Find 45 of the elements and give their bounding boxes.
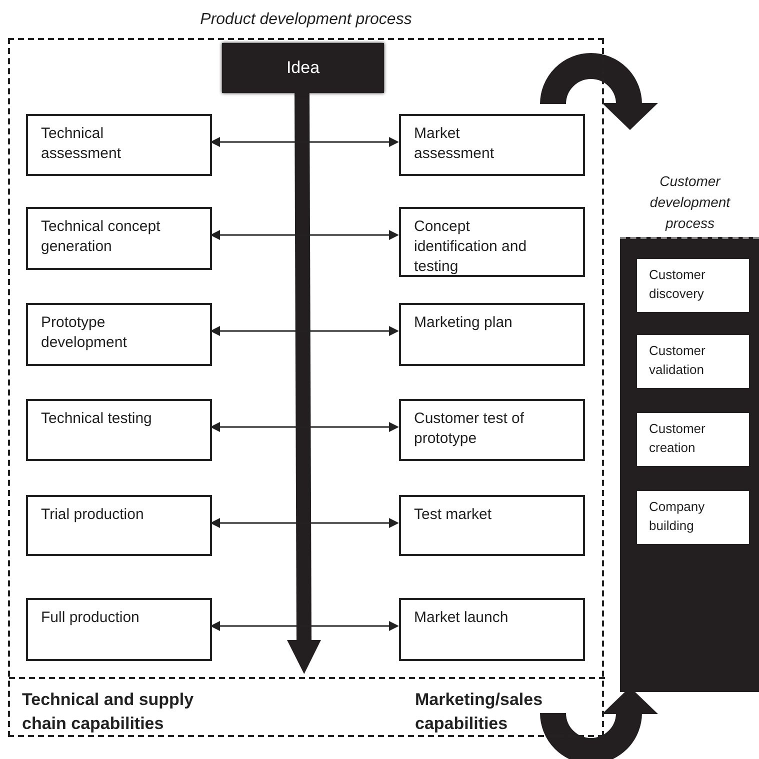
capability-label: Technical and supply chain capabilities	[22, 689, 195, 735]
box-label: Concept identification and testing	[414, 217, 528, 277]
process-box	[26, 399, 212, 461]
double-arrow	[210, 422, 399, 432]
frame-title: Product development process	[199, 10, 413, 30]
box-label: Test market	[414, 505, 493, 525]
process-box	[399, 207, 585, 277]
process-box	[26, 207, 212, 270]
process-box	[399, 114, 585, 176]
box-label: Marketing plan	[414, 313, 514, 333]
stage-box	[637, 335, 749, 388]
double-arrow	[210, 230, 399, 240]
process-box	[399, 399, 585, 461]
box-label: Customer discovery	[649, 266, 706, 303]
double-arrow	[210, 518, 399, 528]
box-label: Customer test of prototype	[414, 409, 526, 449]
capability-label: Marketing/sales capabilities	[415, 689, 544, 735]
idea-box	[222, 43, 384, 93]
box-label: Technical testing	[41, 409, 153, 429]
box-label: Trial production	[41, 505, 145, 525]
thick-arrow	[287, 92, 321, 674]
box-label: Company building	[649, 498, 706, 535]
double-arrow	[210, 326, 399, 336]
box-label: Full production	[41, 608, 140, 628]
process-box	[399, 303, 585, 366]
box-label: Technical assessment	[41, 124, 122, 164]
panel-title: Customer development process	[648, 172, 732, 233]
stage-box	[637, 259, 749, 312]
box-label: Prototype development	[41, 313, 128, 353]
box-label: Customer validation	[649, 342, 706, 379]
double-arrow	[210, 621, 399, 631]
box-label: Market assessment	[414, 124, 496, 164]
double-arrow	[210, 137, 399, 147]
box-label: Customer creation	[649, 420, 706, 457]
process-box	[26, 303, 212, 366]
box-label: Market launch	[414, 608, 510, 628]
process-box	[399, 598, 585, 661]
box-label: Technical concept generation	[41, 217, 162, 257]
process-box	[26, 114, 212, 176]
process-box	[26, 598, 212, 661]
stage-box	[637, 491, 749, 544]
box-label: Idea	[286, 57, 320, 80]
process-box	[399, 495, 585, 556]
stage-box	[637, 413, 749, 466]
process-box	[26, 495, 212, 556]
